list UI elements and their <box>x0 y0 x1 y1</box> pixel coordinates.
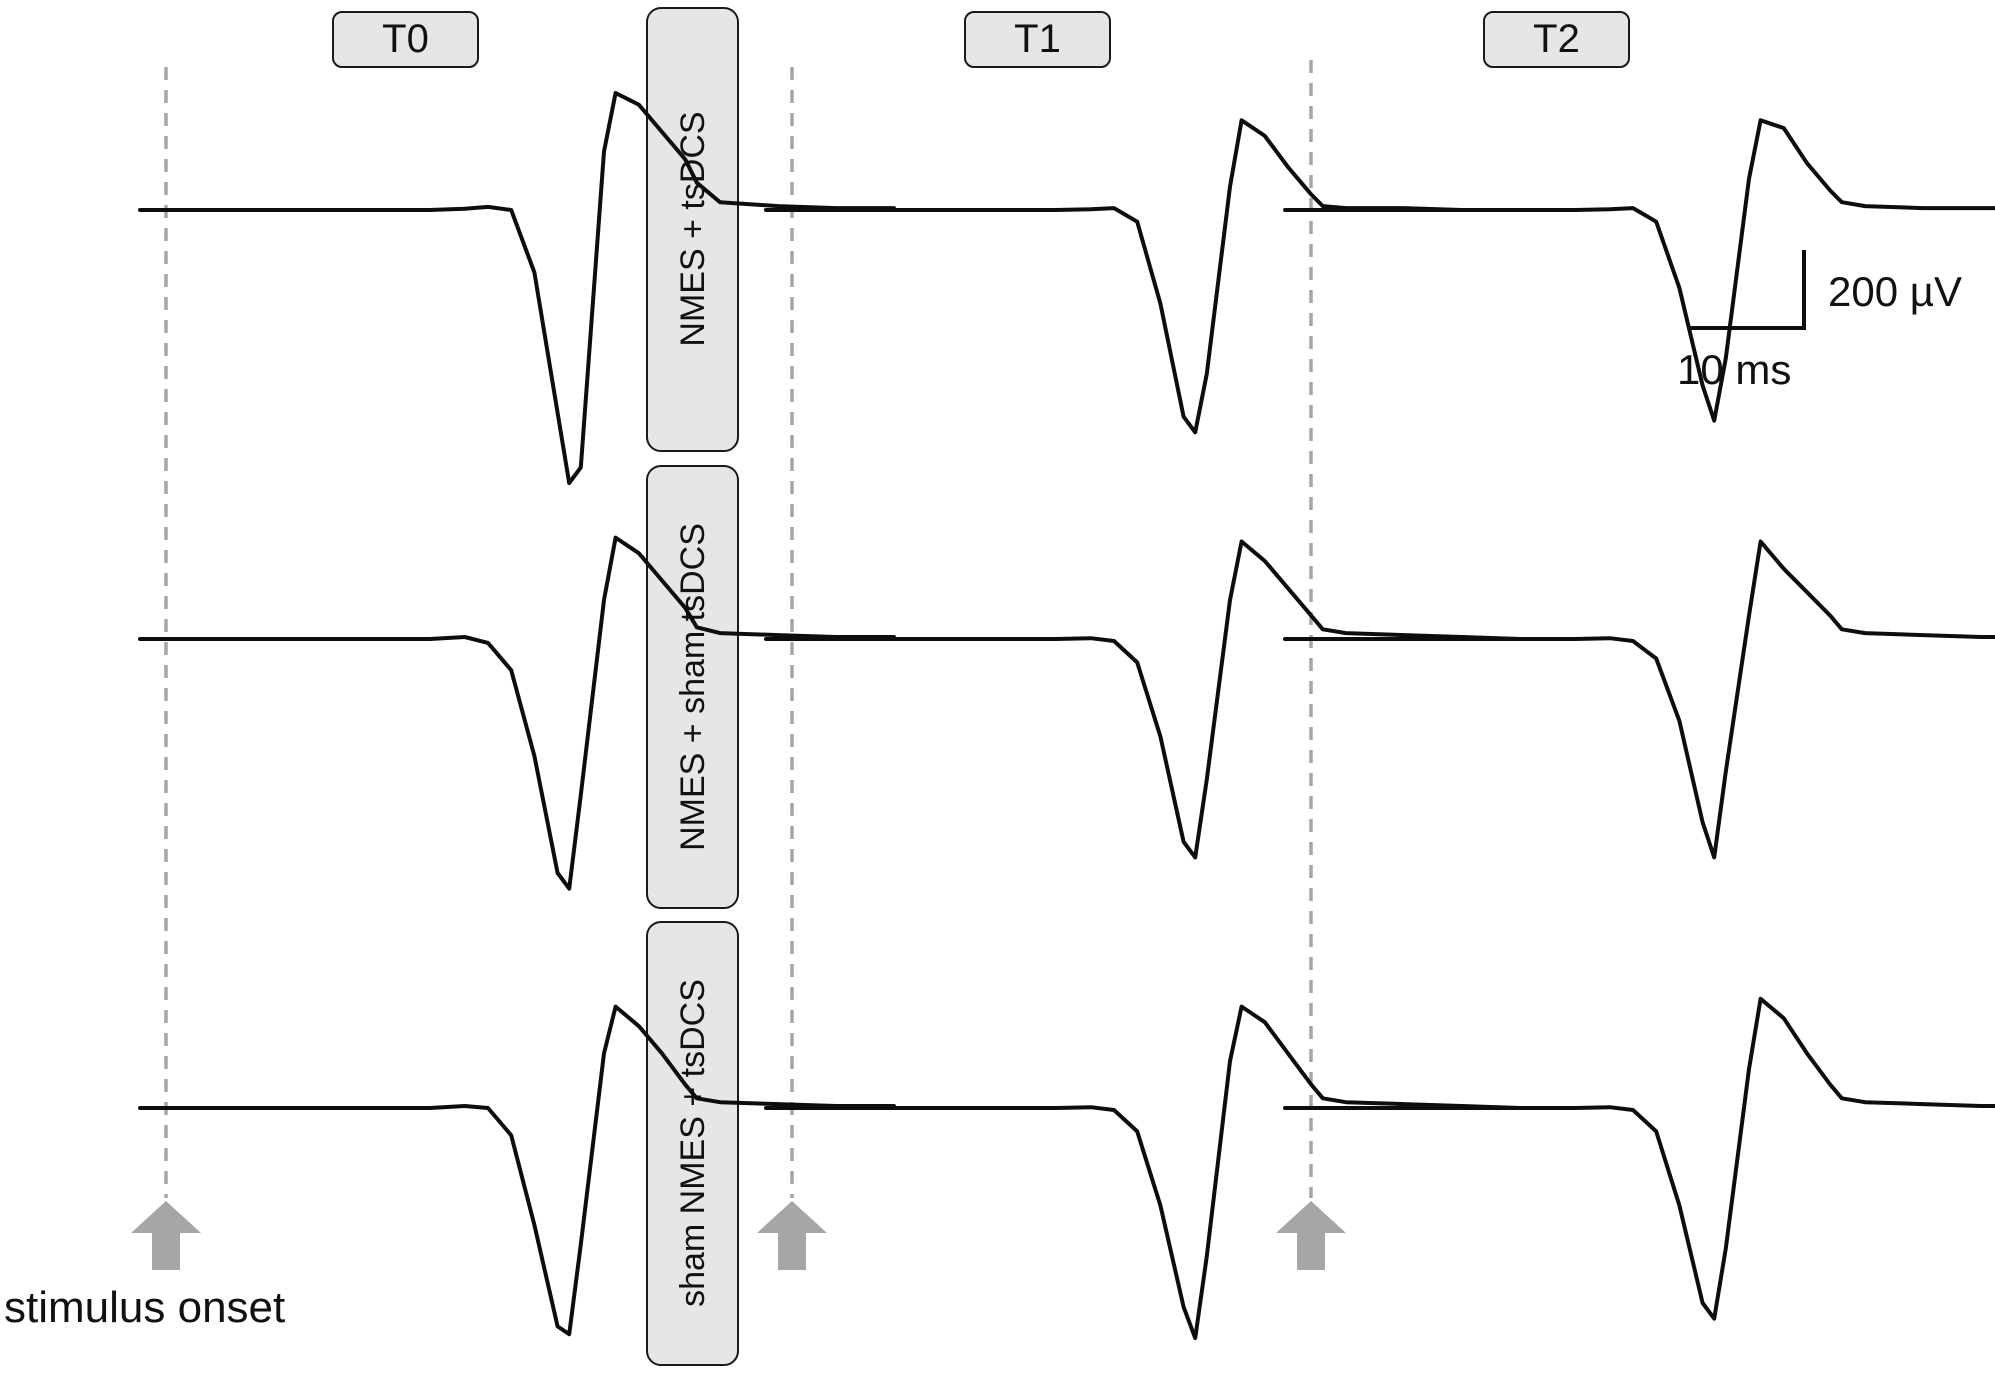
trace-nmes-sham-tsdcs-t0 <box>138 535 896 891</box>
time-point-header-t0: T0 <box>332 11 479 68</box>
trace-nmes-sham-tsdcs-t2 <box>1283 539 1995 860</box>
trace-sham-nmes-tsdcs-t2 <box>1283 996 1995 1321</box>
up-arrow-icon <box>131 1201 201 1270</box>
traces-layer <box>138 91 1995 1341</box>
scale-bar: 200 µV 10 ms <box>1677 250 1962 393</box>
condition-label: NMES + sham tsDCS <box>674 523 712 851</box>
trace-nmes-tsdcs-t1 <box>764 118 1522 435</box>
trace-nmes-tsdcs-t2 <box>1283 118 1995 423</box>
time-point-header-t2: T2 <box>1483 11 1630 68</box>
scale-bar-lines <box>1688 250 1806 330</box>
scale-time-label: 10 ms <box>1677 346 1791 393</box>
condition-label-sham-nmes-tsdcs: sham NMES + tsDCS <box>646 921 739 1366</box>
up-arrow-icon <box>1276 1201 1346 1270</box>
trace-sham-nmes-tsdcs-t1 <box>764 1004 1522 1341</box>
time-point-label: T1 <box>1014 17 1061 61</box>
condition-label: sham NMES + tsDCS <box>674 979 712 1307</box>
time-point-header-t1: T1 <box>964 11 1111 68</box>
trace-nmes-tsdcs-t0 <box>138 91 896 485</box>
condition-label: NMES + tsDCS <box>674 111 712 346</box>
time-point-label: T2 <box>1533 17 1580 61</box>
stimulus-onset-label: stimulus onset <box>4 1283 285 1332</box>
scale-amplitude-label: 200 µV <box>1828 268 1962 315</box>
time-point-label: T0 <box>382 17 429 61</box>
trace-sham-nmes-tsdcs-t0 <box>138 1004 896 1337</box>
up-arrow-icon <box>757 1201 827 1270</box>
condition-label-nmes-sham-tsdcs: NMES + sham tsDCS <box>646 465 739 909</box>
trace-nmes-sham-tsdcs-t1 <box>764 539 1522 860</box>
condition-label-nmes-tsdcs: NMES + tsDCS <box>646 7 739 452</box>
